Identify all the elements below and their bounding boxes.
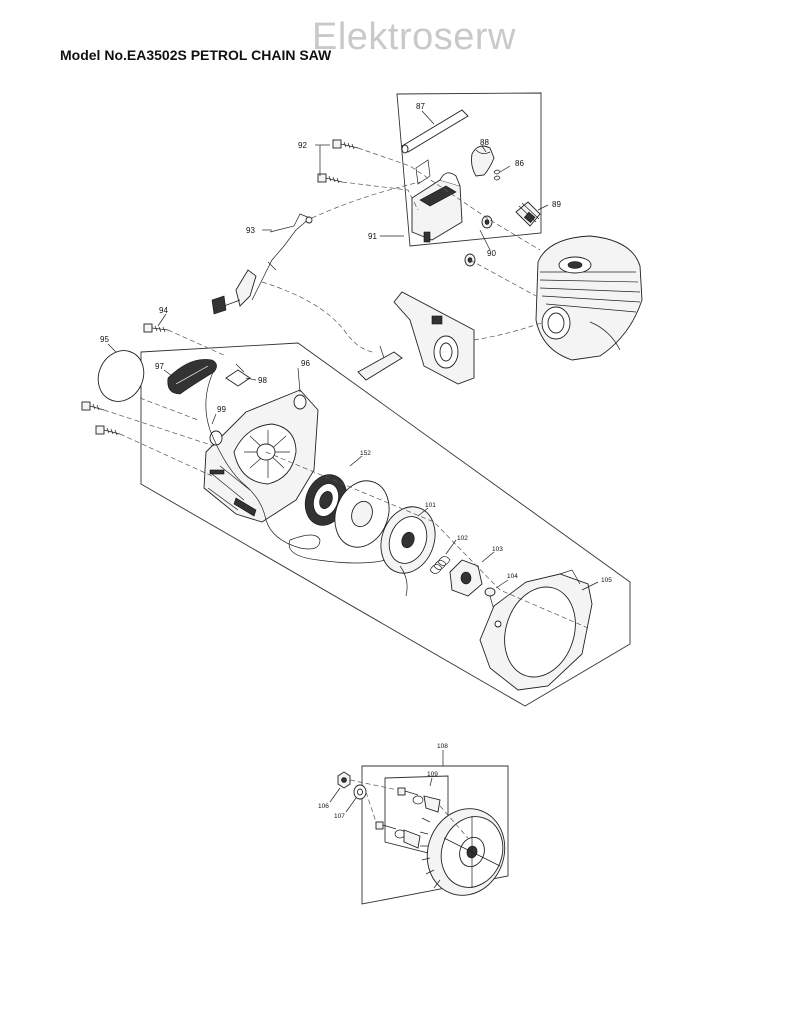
callout-102: 102: [457, 535, 468, 542]
assembly-line-upper-5: [473, 321, 545, 341]
assembly-line-flywheel-3: [439, 805, 469, 839]
assembly-line-upper-3: [311, 181, 421, 219]
leader-lines: [107, 110, 599, 813]
part-86-spring: [493, 169, 501, 181]
part-93-ground-wire-bracket: [211, 213, 313, 315]
assembly-line-starter-1: [167, 329, 227, 357]
part-106-nut: [337, 771, 351, 789]
callout-109: 109: [427, 771, 438, 778]
part-87-rod: [401, 109, 469, 154]
part-103-pawl: [449, 559, 483, 597]
callout-101: 101: [425, 502, 436, 509]
assembly-line-starter-3: [119, 433, 213, 477]
intake-bracket: [357, 291, 475, 385]
part-90-nuts: [464, 215, 493, 267]
watermark: Elektroserw: [312, 16, 516, 58]
assembly-line-starter-5: [139, 397, 199, 421]
callout-91: 91: [368, 232, 377, 241]
part-101-rope-pulley: [380, 506, 436, 597]
callout-87: 87: [416, 102, 425, 111]
part-94-screw: [143, 323, 169, 333]
callout-93: 93: [246, 226, 255, 235]
part-99-starter-rope: [205, 369, 387, 564]
callout-98: 98: [258, 376, 267, 385]
page-title: Model No.EA3502S PETROL CHAIN SAW: [60, 47, 332, 63]
callout-104: 104: [507, 573, 518, 580]
part-109-flywheel-pawls: [375, 787, 441, 849]
assembly-line-upper-1: [357, 147, 541, 251]
part-108-flywheel: [419, 808, 506, 896]
callout-106: 106: [318, 803, 329, 810]
callout-88: 88: [480, 138, 489, 147]
assembly-line-flywheel-2: [365, 791, 377, 823]
ignition-group-frame: [396, 92, 542, 247]
part-102-pawl-spring: [429, 556, 451, 574]
assembly-line-flywheel-1: [349, 779, 399, 791]
callout-96: 96: [301, 359, 310, 368]
callout-107: 107: [334, 813, 345, 820]
part-89-spark-plug: [515, 201, 541, 227]
assembly-line-upper-6: [469, 259, 537, 297]
part-96-fan-housing: [203, 389, 319, 523]
part-105-starter-cover: [479, 569, 593, 691]
callout-89: 89: [552, 200, 561, 209]
callout-92: 92: [298, 141, 307, 150]
part-92-screws: [317, 139, 359, 184]
part-152-recoil-spring: [304, 474, 390, 548]
callout-152: 152: [360, 450, 371, 457]
callout-97: 97: [155, 362, 164, 371]
callout-103: 103: [492, 546, 503, 553]
callout-99: 99: [217, 405, 226, 414]
part-88-plug-cap: [471, 145, 495, 177]
part-97-starter-handle: [167, 359, 217, 395]
assembly-line-upper-2: [341, 181, 419, 211]
part-95-gasket: [97, 350, 145, 402]
callout-95: 95: [100, 335, 109, 344]
assembly-line-starter-4: [265, 451, 589, 629]
starter-group-frame: [140, 342, 631, 707]
callout-94: 94: [159, 306, 168, 315]
part-98-clip: [225, 363, 251, 387]
assembly-line-upper-4: [261, 281, 373, 353]
callout-90: 90: [487, 249, 496, 258]
part-104-screw: [484, 587, 496, 611]
starter-mounting-screws: [81, 401, 121, 436]
assembly-line-starter-2: [103, 409, 215, 447]
flywheel-group-frame: [361, 765, 509, 905]
callout-108: 108: [437, 743, 448, 750]
callout-105: 105: [601, 577, 612, 584]
part-107-washer: [353, 784, 367, 800]
callout-86: 86: [515, 159, 524, 168]
cylinder: [535, 235, 643, 361]
